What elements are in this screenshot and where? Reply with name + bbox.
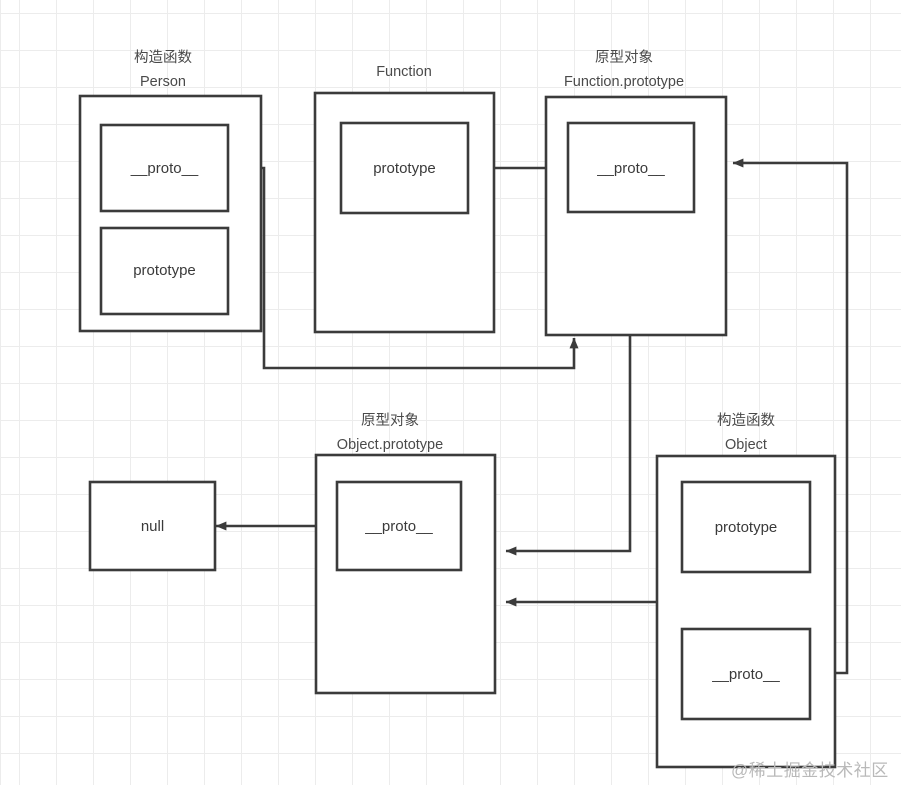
person-prototype-slot-label: prototype (133, 262, 196, 279)
caption-object-prototype-line2: Object.prototype (337, 437, 443, 453)
node-function[interactable]: Function prototype (313, 64, 496, 334)
node-person[interactable]: 构造函数 Person __proto__ prototype (78, 49, 263, 333)
caption-object-prototype-line1: 原型对象 (361, 412, 419, 429)
objectprototype-proto-slot-box[interactable] (335, 480, 463, 572)
node-null[interactable]: null (88, 480, 217, 572)
watermark-label: @稀土掘金技术社区 (731, 761, 889, 780)
null-box[interactable] (88, 480, 217, 572)
object-proto-slot-label: __proto__ (711, 666, 780, 683)
caption-function-prototype-line1: 原型对象 (595, 49, 653, 66)
caption-object-line2: Object (725, 437, 767, 453)
caption-person-line2: Person (140, 74, 186, 90)
node-function-prototype[interactable]: 原型对象 Function.prototype __proto__ (544, 49, 728, 337)
node-object-prototype[interactable]: 原型对象 Object.prototype __proto__ (314, 412, 497, 695)
node-object[interactable]: 构造函数 Object prototype __proto__ (655, 412, 837, 769)
person-proto-slot-box[interactable] (99, 123, 230, 213)
caption-object-line1: 构造函数 (717, 412, 775, 429)
object-proto-slot-box[interactable] (680, 627, 812, 721)
object-prototype-slot-label: prototype (715, 519, 778, 536)
caption-person-line1: 构造函数 (134, 49, 192, 66)
object-prototype-slot-box[interactable] (680, 480, 812, 574)
null-label: null (141, 518, 164, 535)
functionprototype-proto-slot-label: __proto__ (596, 160, 665, 177)
caption-function-line1: Function (376, 64, 432, 80)
person-prototype-slot-box[interactable] (99, 226, 230, 316)
function-prototype-slot-box[interactable] (339, 121, 470, 215)
caption-function-prototype-line2: Function.prototype (564, 74, 684, 90)
function-prototype-slot-label: prototype (373, 160, 436, 177)
functionprototype-proto-slot-box[interactable] (566, 121, 696, 214)
person-proto-slot-label: __proto__ (130, 160, 199, 177)
objectprototype-proto-slot-label: __proto__ (364, 518, 433, 535)
